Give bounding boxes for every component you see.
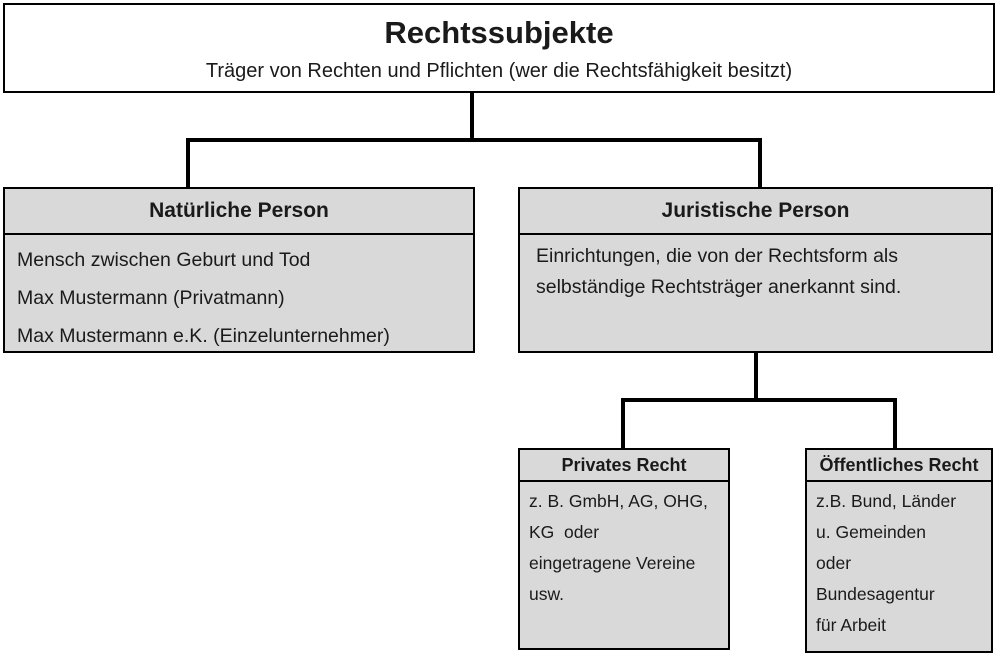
body-line: z. B. GmbH, AG, OHG, [529, 491, 708, 511]
node-juristische-person-body: Einrichtungen, die von der Rechtsform al… [520, 235, 991, 303]
body-line: Max Mustermann e.K. (Einzelunternehmer) [17, 325, 390, 347]
connector-to-privates-recht [621, 398, 625, 448]
body-line: Bundesagentur [816, 584, 935, 604]
connector-to-oeffentliches-recht [893, 398, 897, 448]
body-line: Mensch zwischen Geburt und Tod [17, 249, 311, 271]
connector-root-stub [470, 93, 474, 140]
node-natuerliche-person-body: Mensch zwischen Geburt und Tod Max Muste… [5, 235, 473, 355]
node-natuerliche-person: Natürliche Person Mensch zwischen Geburt… [3, 187, 475, 353]
connector-legal-person-stub [754, 353, 758, 400]
connector-level2-horizontal [621, 398, 897, 402]
body-line: KG oder [529, 522, 600, 542]
connector-to-legal-person [758, 138, 762, 187]
body-line: z.B. Bund, Länder [816, 491, 957, 511]
node-juristische-person: Juristische Person Einrichtungen, die vo… [518, 187, 993, 353]
node-privates-recht-title: Privates Recht [520, 450, 728, 482]
node-natuerliche-person-title: Natürliche Person [5, 189, 473, 235]
body-line: oder [816, 553, 852, 573]
body-line: selbständige Rechtsträger anerkannt sind… [536, 276, 902, 298]
diagram-subtitle: Träger von Rechten und Pflichten (wer di… [205, 60, 793, 82]
connector-level1-horizontal [186, 138, 762, 142]
root-node-rechtssubjekte: Rechtssubjekte Träger von Rechten und Pf… [3, 3, 995, 93]
body-line: u. Gemeinden [816, 522, 926, 542]
node-oeffentliches-recht-body: z.B. Bund, Länder u. Gemeinden oder Bund… [807, 482, 991, 641]
body-line: Max Mustermann (Privatmann) [17, 287, 285, 309]
body-line: eingetragene Vereine [529, 553, 696, 573]
body-line: für Arbeit [816, 615, 887, 635]
body-line: usw. [529, 584, 565, 604]
node-oeffentliches-recht: Öffentliches Recht z.B. Bund, Länder u. … [805, 448, 993, 653]
body-line: Einrichtungen, die von der Rechtsform al… [536, 245, 899, 267]
node-privates-recht: Privates Recht z. B. GmbH, AG, OHG, KG o… [518, 448, 730, 650]
diagram-title: Rechtssubjekte [384, 15, 614, 50]
node-juristische-person-title: Juristische Person [520, 189, 991, 235]
node-oeffentliches-recht-title: Öffentliches Recht [807, 450, 991, 482]
connector-to-natural-person [186, 138, 190, 187]
node-privates-recht-body: z. B. GmbH, AG, OHG, KG oder eingetragen… [520, 482, 728, 610]
